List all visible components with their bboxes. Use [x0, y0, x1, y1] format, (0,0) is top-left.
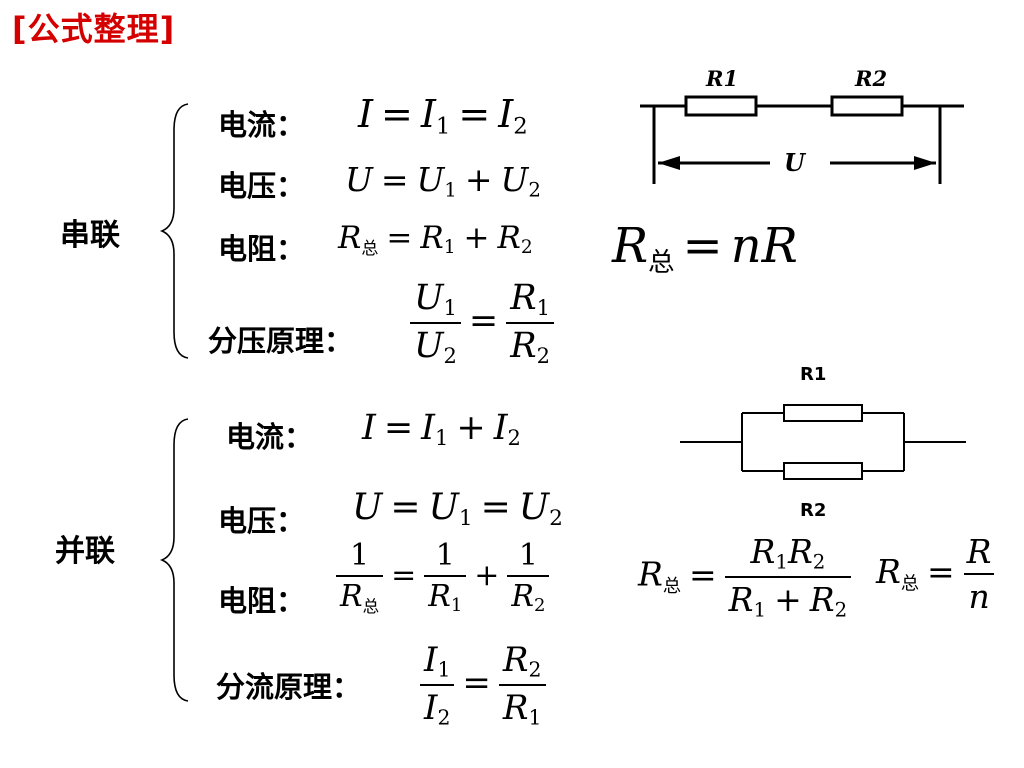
series-circuit-diagram: [640, 95, 964, 184]
parallel-voltage-formula: U=U1=U2: [352, 487, 563, 532]
series-equal-resistance-formula: R总=nR: [612, 218, 798, 279]
series-current-label: 电流：: [218, 108, 306, 142]
series-divider-label: 分压原理：: [208, 324, 354, 358]
parallel-group-label: 并联: [55, 534, 115, 569]
page-title: [公式整理]: [12, 10, 176, 48]
series-brace-icon: [159, 103, 189, 359]
subscript-total: 总: [900, 573, 919, 595]
parallel-divider-label: 分流原理：: [216, 670, 362, 704]
parallel-resistance-label: 电阻：: [218, 584, 306, 618]
subscript-total: 总: [662, 575, 681, 597]
subscript-total: 总: [361, 238, 379, 259]
parallel-current-label: 电流：: [226, 420, 314, 454]
series-r1-label: R1: [706, 66, 739, 91]
subscript-total: 总: [362, 596, 380, 616]
parallel-r1-label: R1: [800, 364, 827, 385]
parallel-brace-icon: [159, 418, 189, 702]
parallel-voltage-label: 电压：: [218, 504, 306, 538]
series-u-label: U: [784, 148, 805, 177]
parallel-r2-label: R2: [800, 500, 827, 521]
series-voltage-formula: U=U1+U2: [345, 160, 541, 202]
series-resistance-label: 电阻：: [218, 232, 306, 266]
series-current-formula: I=I1=I2: [358, 92, 528, 140]
series-resistance-formula: R总=R1+R2: [338, 220, 533, 259]
parallel-current-formula: I=I1+I2: [362, 408, 521, 450]
series-group-label: 串联: [60, 218, 120, 253]
series-voltage-label: 电压：: [218, 169, 306, 203]
subscript-total: 总: [648, 247, 675, 279]
series-r2-label: R2: [855, 66, 888, 91]
parallel-circuit-diagram: [680, 404, 966, 480]
